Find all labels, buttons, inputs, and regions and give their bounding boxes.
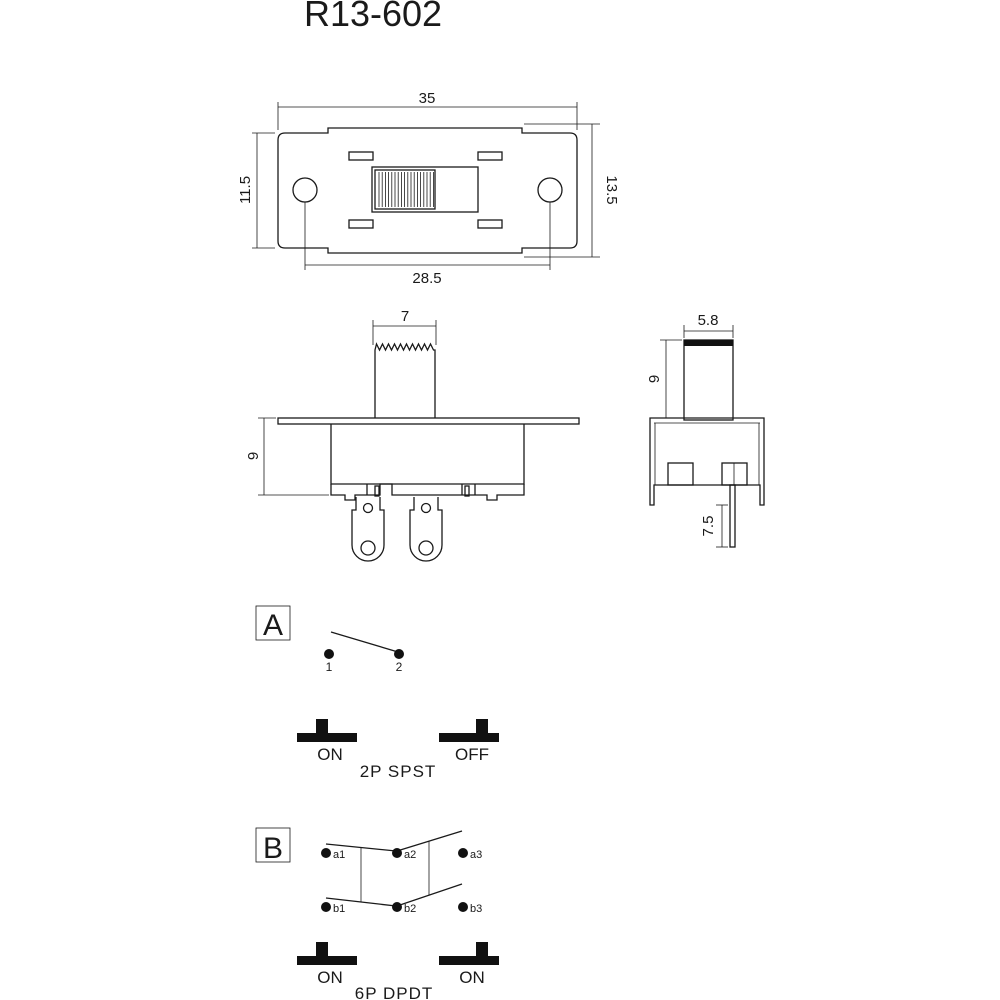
dpdt-terminal-b1 xyxy=(321,902,331,912)
front-flange xyxy=(277,417,580,425)
dim-pin-length-label: 7.5 xyxy=(700,516,717,537)
dpdt-terminal-a1 xyxy=(321,848,331,858)
dpdt-arm-b2 xyxy=(396,883,463,907)
terminal-lug-left xyxy=(351,497,385,562)
spst-contact-arm xyxy=(330,631,399,653)
dim-right-height-label: 13.5 xyxy=(603,175,620,204)
side-pin xyxy=(729,484,736,548)
side-actuator xyxy=(683,339,734,421)
dpdt-terminal-a2 xyxy=(392,848,402,858)
variant-b-box xyxy=(255,827,291,863)
mounting-hole-left xyxy=(292,177,318,203)
variant-a-label: A xyxy=(263,609,283,642)
dpdt-pin-label: b2 xyxy=(404,903,416,915)
mounting-hole-right xyxy=(537,177,563,203)
slot-bottom-left xyxy=(348,219,374,229)
dpdt-pin-label: a3 xyxy=(470,849,482,861)
top-view-plate xyxy=(277,127,578,254)
dpdt-terminal-b3 xyxy=(458,902,468,912)
slot-bottom-right xyxy=(477,219,503,229)
variant-a-name: 2P SPST xyxy=(360,762,437,781)
variant-a-state-left: ON xyxy=(317,745,343,764)
slider-position-on-left-icon xyxy=(297,942,357,965)
dpdt-arm-a2 xyxy=(396,830,463,852)
dim-side-actuator-width-label: 5.8 xyxy=(698,312,719,329)
dpdt-terminal-a3 xyxy=(458,848,468,858)
top-view: 35 11.5 13.5 28.5 xyxy=(237,90,620,287)
dpdt-pin-label: a2 xyxy=(404,849,416,861)
dim-left-height-label: 11.5 xyxy=(237,176,254,204)
slider-position-on-right-icon xyxy=(439,942,499,965)
slider-position-on-icon xyxy=(297,719,357,742)
dpdt-pin-label: b1 xyxy=(333,903,345,915)
variant-b-name: 6P DPDT xyxy=(355,984,434,1000)
variant-a-box xyxy=(255,605,291,641)
slot-top-left xyxy=(348,151,374,161)
spst-pin-1-label: 1 xyxy=(326,660,333,674)
spst-terminal-1 xyxy=(324,649,334,659)
dpdt-terminal-b2 xyxy=(392,902,402,912)
part-number-title: R13-602 xyxy=(304,0,442,34)
terminal-lug-right xyxy=(409,497,443,562)
dpdt-pin-label: a1 xyxy=(333,849,345,861)
dpdt-pin-label: b3 xyxy=(470,903,482,915)
front-view: 7 9 xyxy=(245,308,580,562)
side-body xyxy=(649,417,765,506)
variant-a: A 1 2 ON OFF 2P SPST xyxy=(255,605,499,781)
dim-width-label: 35 xyxy=(419,90,436,107)
variant-b-label: B xyxy=(263,832,283,865)
actuator-ridges xyxy=(378,172,434,207)
dpdt-arm-a1 xyxy=(325,843,397,852)
dim-hole-spacing-label: 28.5 xyxy=(412,270,441,287)
variant-b-state-right: ON xyxy=(459,968,485,987)
dim-body-height-label: 9 xyxy=(245,452,262,460)
dim-side-actuator-height-label: 9 xyxy=(646,375,663,383)
spst-pin-2-label: 2 xyxy=(396,660,403,674)
dim-actuator-width-label: 7 xyxy=(401,308,409,325)
slider-position-off-icon xyxy=(439,719,499,742)
slot-top-right xyxy=(477,151,503,161)
actuator-knob xyxy=(374,169,436,210)
actuator-window xyxy=(371,166,479,213)
side-view: 5.8 9 7.5 xyxy=(646,312,765,548)
front-body xyxy=(330,424,525,485)
variant-b: B a1 a2 a3 b1 b2 b3 ON ON 6P DPDT xyxy=(255,827,499,1000)
front-base xyxy=(330,483,525,501)
variant-a-state-right: OFF xyxy=(455,745,489,764)
spst-terminal-2 xyxy=(394,649,404,659)
front-actuator xyxy=(374,342,436,418)
variant-b-state-left: ON xyxy=(317,968,343,987)
